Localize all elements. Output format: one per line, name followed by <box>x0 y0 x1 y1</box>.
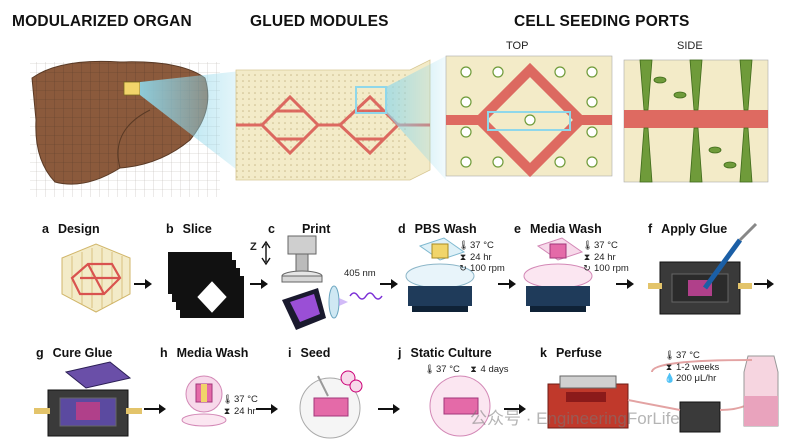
side-view-label: SIDE <box>677 40 703 52</box>
hourglass-icon: ⧗ <box>223 405 231 416</box>
media-conditions: 🌡37 °C ⧗24 hr ↻100 rpm <box>582 240 629 274</box>
thermometer-icon: 🌡 <box>458 240 470 250</box>
droplet-icon: 💧 <box>664 373 676 383</box>
hourglass-icon: ⧗ <box>665 361 673 372</box>
pbs-conditions: 🌡37 °C ⧗24 hr ↻100 rpm <box>458 240 505 274</box>
hourglass-icon: ⧗ <box>459 251 467 262</box>
thermometer-icon: 🌡 <box>424 364 436 374</box>
arrow-b-c <box>250 279 268 289</box>
z-axis-label: Z <box>250 241 257 253</box>
wavelength-label: 405 nm <box>344 268 376 279</box>
perfuse-conditions: 🌡37 °C ⧗1-2 weeks 💧200 μL/hr <box>664 350 720 384</box>
arrow-a-b <box>134 279 152 289</box>
thermometer-icon: 🌡 <box>222 394 234 404</box>
liver-illustration <box>30 55 769 197</box>
watermark: 公众号 · EngineeringForLife <box>470 409 680 428</box>
top-view-label: TOP <box>506 40 529 52</box>
arrow-d-e <box>498 279 516 289</box>
arrow-g-h <box>144 404 166 414</box>
arrow-c-d <box>380 279 398 289</box>
arrow-e-f <box>616 279 634 289</box>
h-conditions: 🌡37 °C ⧗24 hr <box>222 394 258 417</box>
arrow-j-k <box>504 404 526 414</box>
cell-seeding-ports-header: CELL SEEDING PORTS <box>514 13 690 30</box>
glued-modules-header: GLUED MODULES <box>250 13 389 30</box>
rotation-icon: ↻ <box>583 263 591 273</box>
modularized-organ-header: MODULARIZED ORGAN <box>12 13 192 30</box>
thermometer-icon: 🌡 <box>582 240 594 250</box>
static-conditions: 🌡37 °C ⧗4 days <box>424 364 509 375</box>
thermometer-icon: 🌡 <box>664 350 676 360</box>
hourglass-icon: ⧗ <box>583 251 591 262</box>
rotation-icon: ↻ <box>459 263 467 273</box>
arrow-h-i <box>256 404 278 414</box>
arrow-f-next <box>754 279 774 289</box>
arrow-i-j <box>378 404 400 414</box>
hourglass-icon: ⧗ <box>470 364 477 374</box>
